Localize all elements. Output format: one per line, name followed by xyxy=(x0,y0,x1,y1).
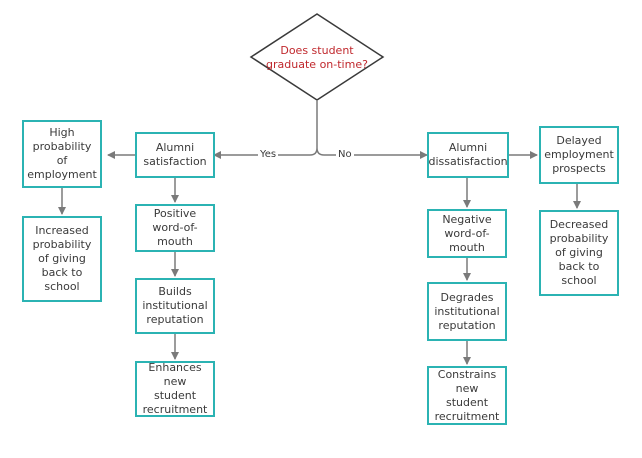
negative-wom-text: Negative word-of-mouth xyxy=(442,212,492,254)
enhances-recruitment-text: Enhances new student recruitment xyxy=(142,361,208,416)
no-label: No xyxy=(336,149,354,161)
negative-wom-box: Negative word-of-mouth xyxy=(427,209,507,258)
positive-wom-box: Positive word-of-mouth xyxy=(135,204,215,252)
increased-giving-text: Increased probability of giving back to … xyxy=(32,224,92,293)
positive-wom-text: Positive word-of-mouth xyxy=(152,207,198,248)
alumni-satisfaction-text: Alumni satisfaction xyxy=(143,141,207,168)
constrains-recruitment-box: Constrains new student recruitment xyxy=(427,366,507,425)
high-employment-box: High probability of employment xyxy=(22,120,102,188)
yes-label: Yes xyxy=(258,149,279,161)
decreased-giving-box: Decreased probability of giving back to … xyxy=(539,210,619,296)
decreased-giving-text: Decreased probability of giving back to … xyxy=(549,218,609,287)
decision-question-text: Does student graduate on-time? xyxy=(266,44,368,71)
decision-stem xyxy=(309,100,325,156)
degrades-reputation-text: Degrades institutional reputation xyxy=(434,290,500,332)
delayed-employment-text: Delayed employment prospects xyxy=(544,134,614,175)
builds-reputation-box: Builds institutional reputation xyxy=(135,278,215,334)
increased-giving-box: Increased probability of giving back to … xyxy=(22,216,102,302)
alumni-dissatisfaction-text: Alumni dissatisfaction xyxy=(428,141,508,168)
enhances-recruitment-box: Enhances new student recruitment xyxy=(135,361,215,417)
alumni-satisfaction-box: Alumni satisfaction xyxy=(135,132,215,178)
delayed-employment-box: Delayed employment prospects xyxy=(539,126,619,184)
decision-question: Does student graduate on-time? xyxy=(250,40,384,76)
degrades-reputation-box: Degrades institutional reputation xyxy=(427,282,507,341)
constrains-recruitment-text: Constrains new student recruitment xyxy=(434,367,500,423)
builds-reputation-text: Builds institutional reputation xyxy=(142,285,208,326)
high-employment-text: High probability of employment xyxy=(27,126,97,181)
alumni-dissatisfaction-box: Alumni dissatisfaction xyxy=(427,132,509,178)
